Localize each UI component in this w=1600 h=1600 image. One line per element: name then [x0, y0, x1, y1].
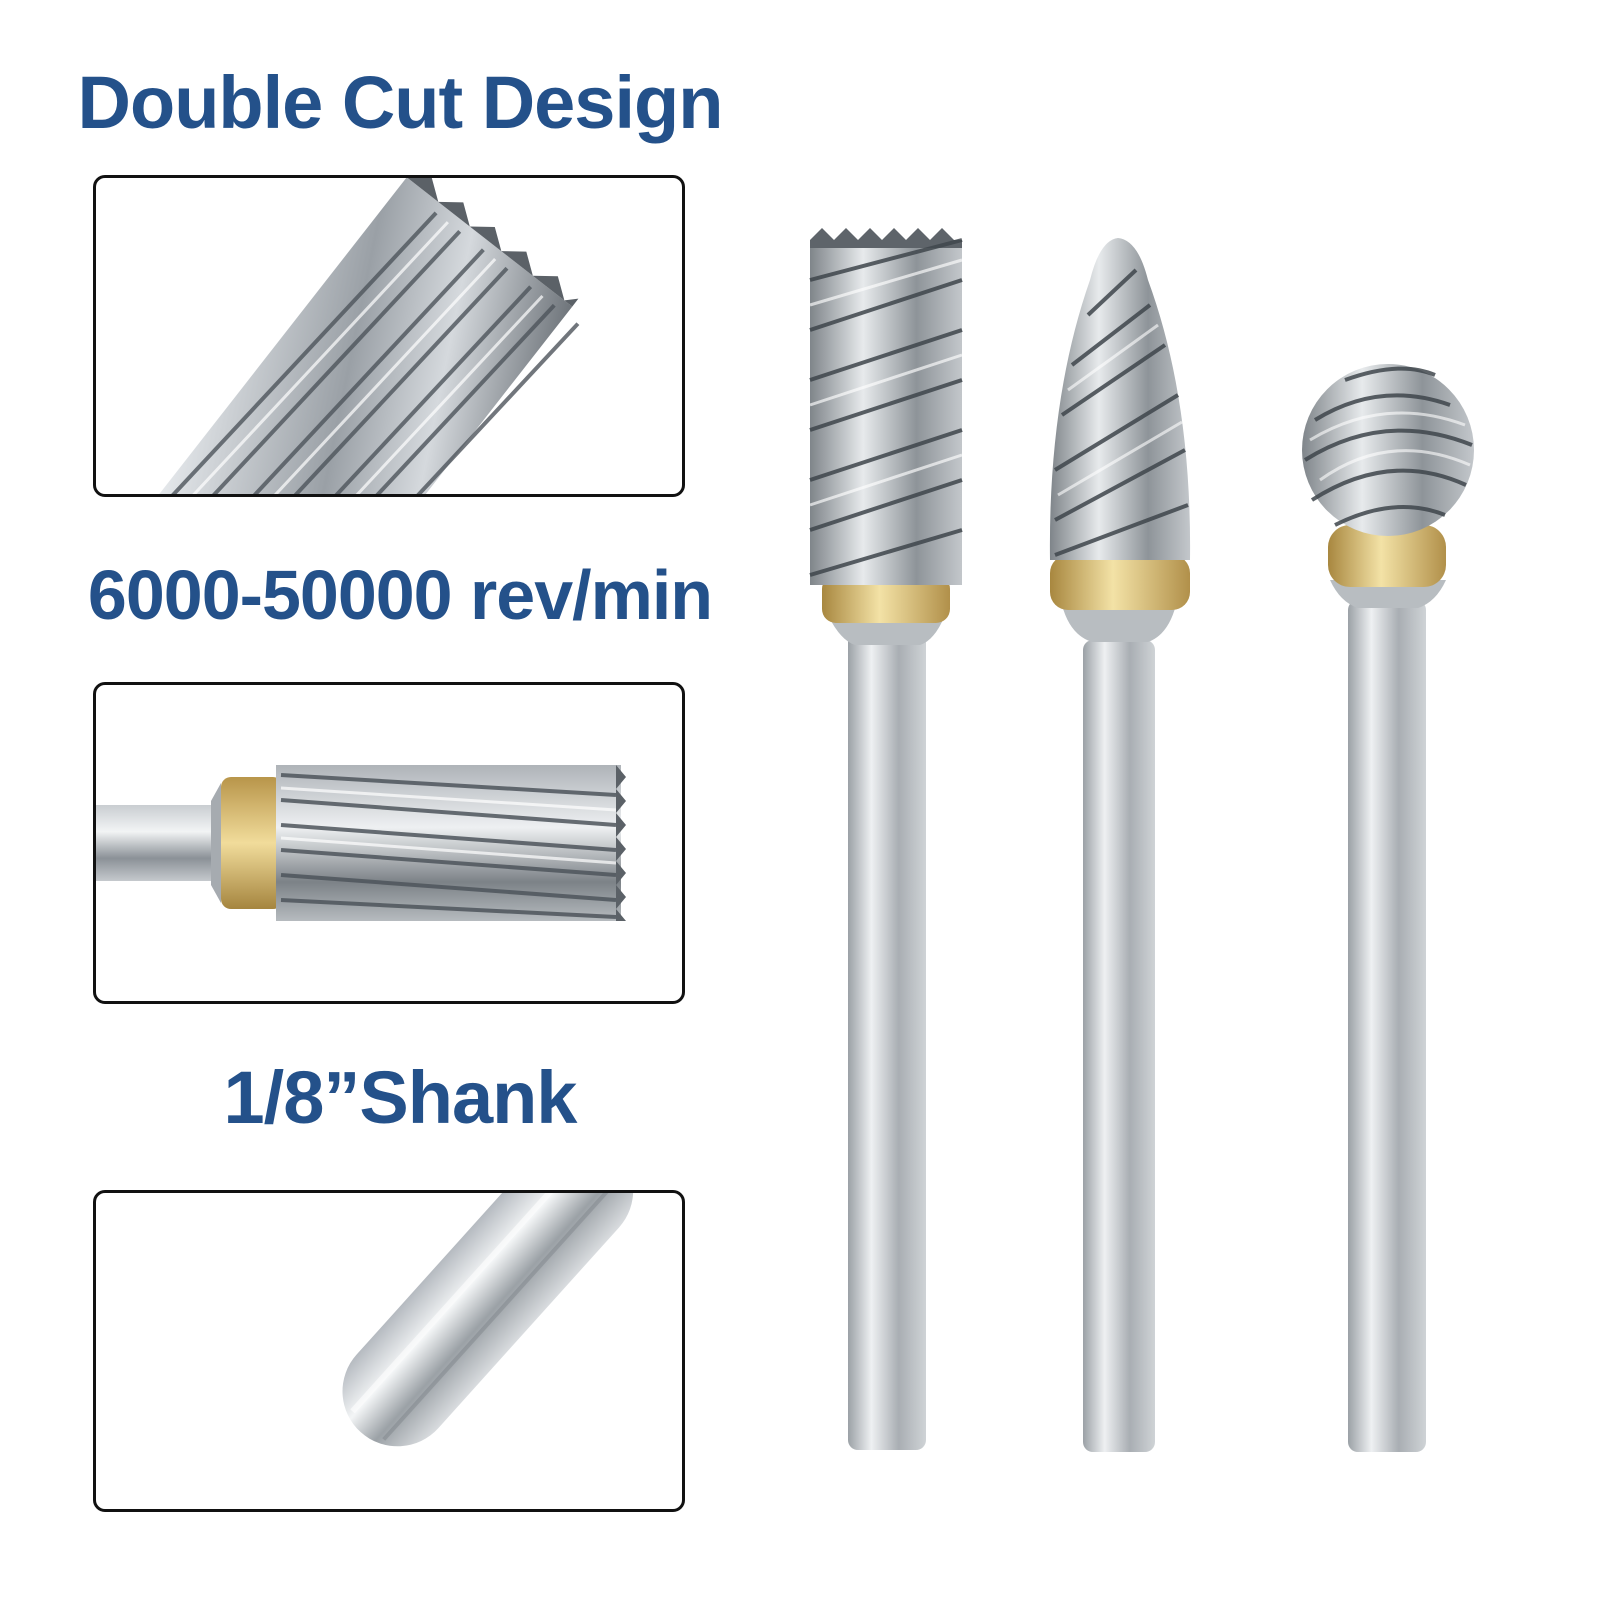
feature-panel-speed — [93, 682, 685, 1004]
product-burs-display — [800, 220, 1560, 1520]
shank-closeup-image — [342, 1193, 634, 1447]
ball-bur — [1302, 364, 1474, 1452]
carbide-burs-image — [809, 228, 1474, 1452]
tree-bur — [1049, 238, 1191, 1452]
feature-title-shank: 1/8”Shank — [223, 1056, 578, 1139]
feature-title-double-cut: Double Cut Design — [77, 61, 724, 144]
feature-panel-shank — [93, 1190, 685, 1512]
double-cut-closeup-image — [148, 178, 580, 494]
feature-panel-double-cut — [93, 175, 685, 497]
cylinder-bur-side-image — [96, 765, 626, 921]
cylinder-bur — [809, 228, 963, 1450]
feature-title-speed: 6000-50000 rev/min — [87, 556, 713, 634]
